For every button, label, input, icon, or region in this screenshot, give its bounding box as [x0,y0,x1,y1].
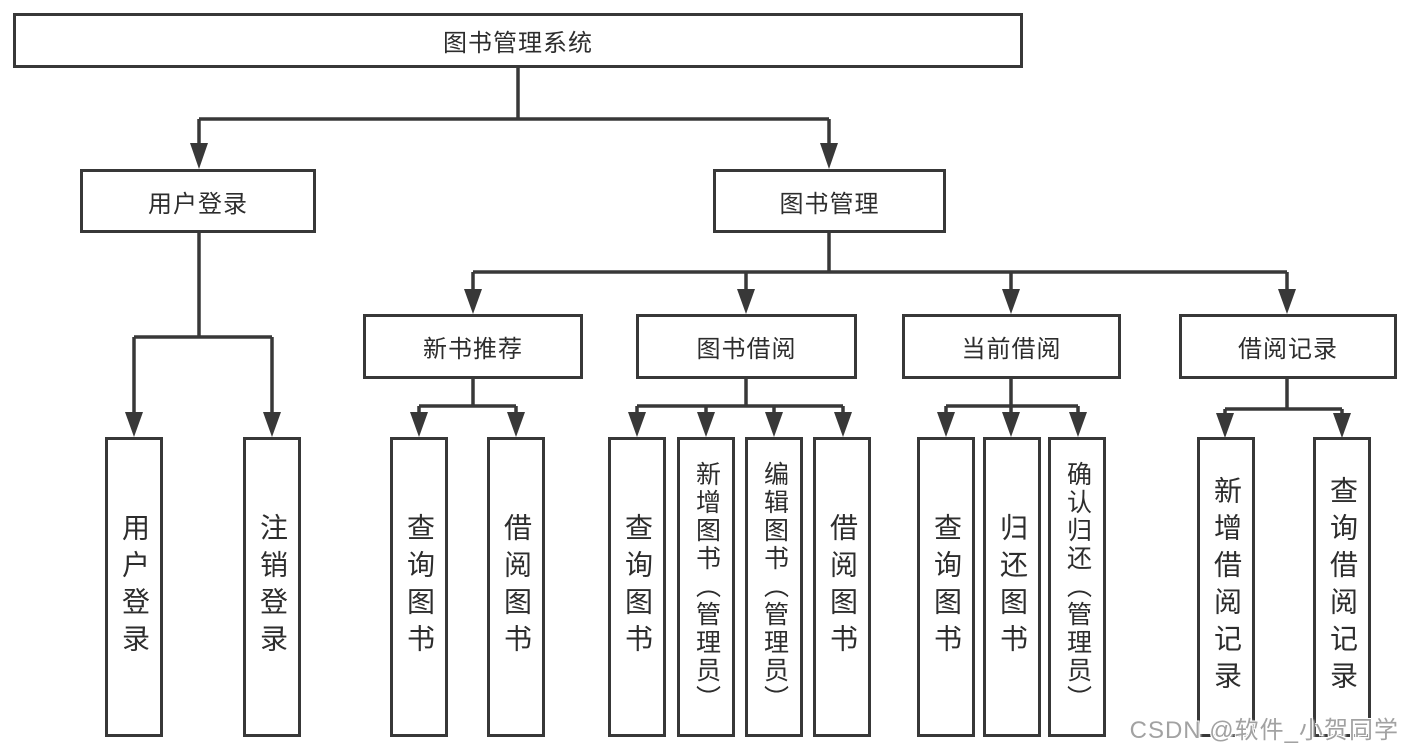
node-label: 借阅图书 [827,513,858,661]
arrow-down-icon [834,412,852,437]
arrow-down-icon [1002,289,1020,314]
leaf-query-book: 查询图书 [608,437,666,737]
leaf-logout: 注销登录 [243,437,301,737]
node-label: 用户登录 [148,190,248,218]
node-label: 图书管理系统 [443,30,593,57]
node-book-manage: 图书管理 [713,169,946,233]
node-borrow-record: 借阅记录 [1179,314,1397,379]
leaf-query-borrow-record: 查询借阅记录 [1313,437,1371,737]
node-label: 新书推荐 [423,336,523,363]
node-label: 编辑图书（管理员） [760,461,789,713]
arrow-down-icon [1216,413,1234,438]
arrow-down-icon [1069,412,1087,437]
arrow-down-icon [765,412,783,437]
arrowhead-icons [125,143,1351,438]
node-label: 图书借阅 [696,336,797,363]
node-label: 新增图书（管理员） [692,461,721,713]
arrow-down-icon [628,412,646,437]
node-current-borrow: 当前借阅 [902,314,1121,379]
node-new-book-recommend: 新书推荐 [363,314,583,379]
node-label: 当前借阅 [961,336,1062,363]
csdn-watermark: CSDN @软件_小贺同学 [1129,717,1399,744]
node-system-root: 图书管理系统 [13,13,1023,68]
leaf-return-book: 归还图书 [983,437,1041,737]
node-label: 查询图书 [404,513,435,661]
arrow-down-icon [507,412,525,437]
leaf-user-login: 用户登录 [105,437,163,737]
arrow-down-icon [410,412,428,437]
node-label: 查询图书 [931,513,962,661]
node-label: 注销登录 [257,513,288,661]
arrow-down-icon [125,412,143,437]
node-label: 确认归还（管理员） [1063,461,1092,713]
arrow-down-icon [937,412,955,437]
node-label: 借阅图书 [501,513,532,661]
arrow-down-icon [263,412,281,437]
node-label: 查询借阅记录 [1327,476,1358,698]
node-label: 用户登录 [119,513,150,661]
node-user-login: 用户登录 [80,169,316,233]
arrow-down-icon [1002,412,1020,437]
arrow-down-icon [820,143,838,169]
node-label: 借阅记录 [1238,336,1338,363]
leaf-confirm-return-admin: 确认归还（管理员） [1048,437,1106,737]
leaf-borrow-book: 借阅图书 [813,437,871,737]
node-book-borrow: 图书借阅 [636,314,857,379]
node-label: 归还图书 [997,513,1028,661]
arrow-down-icon [697,412,715,437]
node-label: 新增借阅记录 [1211,476,1242,698]
arrow-down-icon [1278,289,1296,314]
leaf-add-borrow-record: 新增借阅记录 [1197,437,1255,737]
node-label: 查询图书 [622,513,653,661]
arrow-down-icon [737,289,755,314]
leaf-borrow-book: 借阅图书 [487,437,545,737]
arrow-down-icon [1333,413,1351,438]
leaf-edit-book-admin: 编辑图书（管理员） [745,437,803,737]
node-label: 图书管理 [779,190,880,218]
arrow-down-icon [190,143,208,169]
leaf-add-book-admin: 新增图书（管理员） [677,437,735,737]
arrow-down-icon [464,289,482,314]
leaf-query-book: 查询图书 [917,437,975,737]
leaf-query-book: 查询图书 [390,437,448,737]
